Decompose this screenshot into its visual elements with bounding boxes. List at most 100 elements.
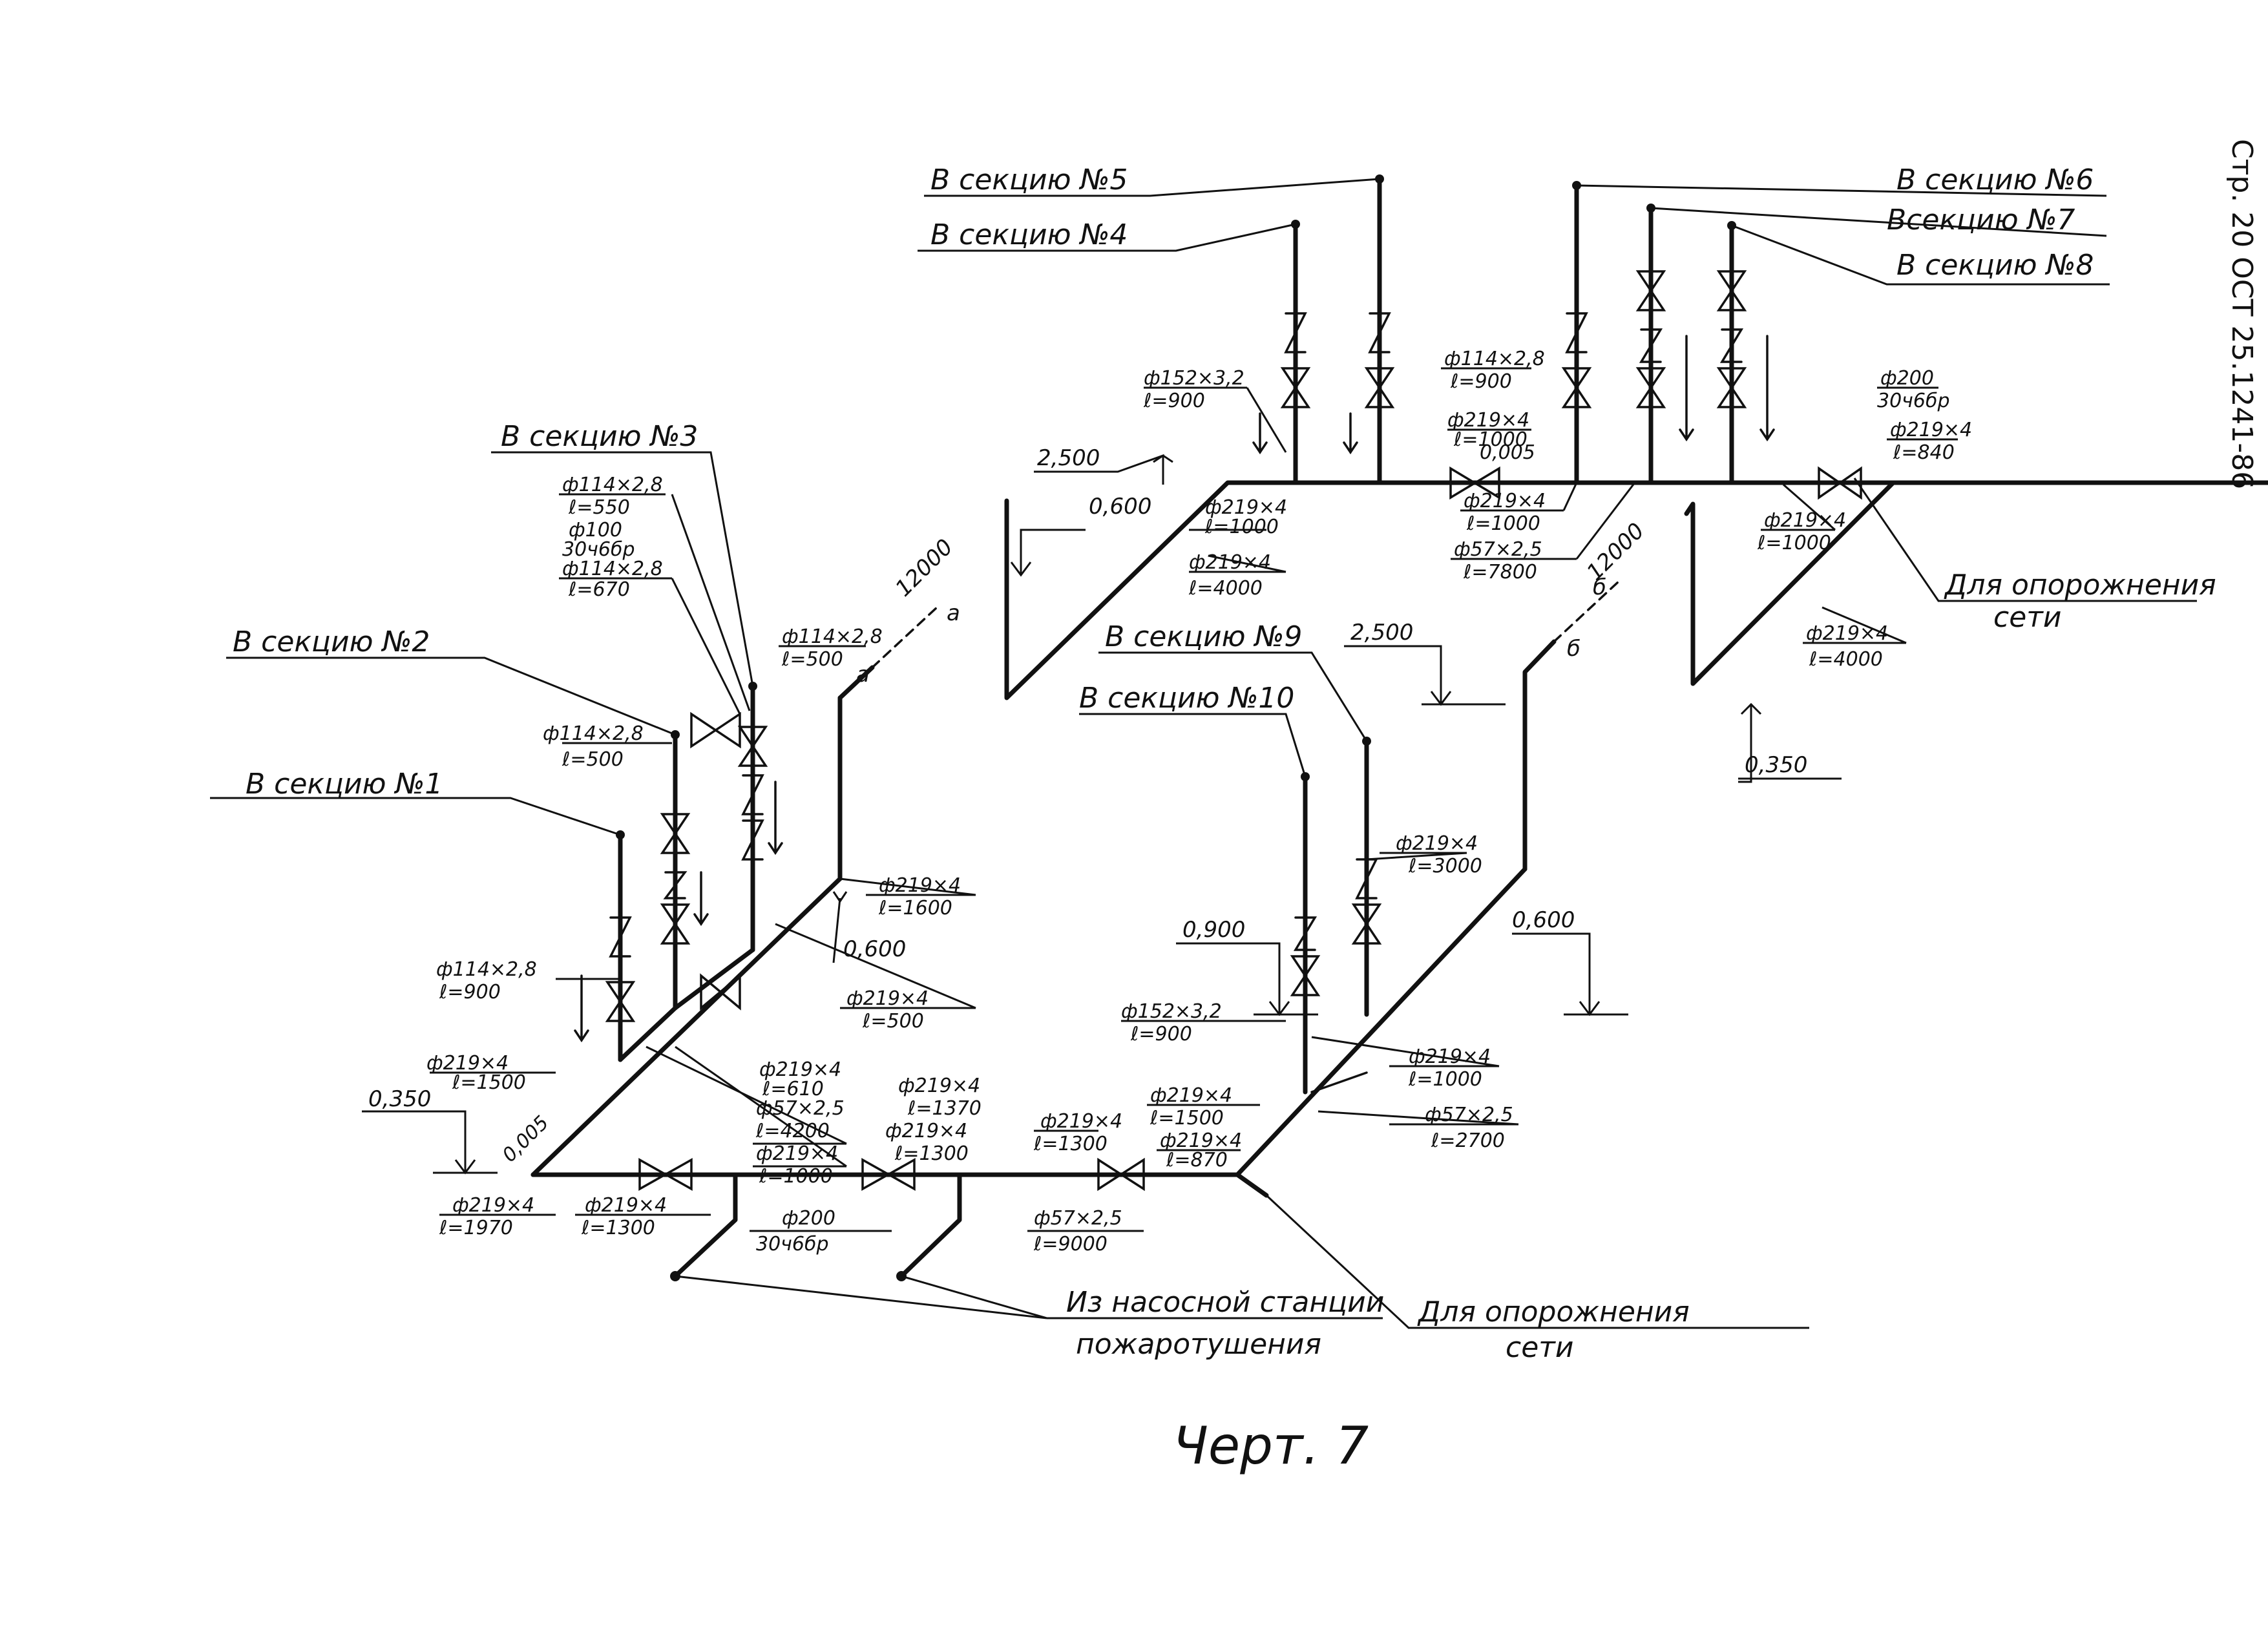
zigzag-s2 <box>663 871 688 899</box>
zigzag-s3-b <box>741 819 764 861</box>
leader-s6 <box>1576 184 2107 197</box>
drain-spur-bottom <box>1235 1172 1269 1198</box>
pipe-p35b: ℓ=1000 <box>1757 532 1831 554</box>
label-s3: В секцию №3 <box>501 420 698 453</box>
pipe-p13b: ℓ=1370 <box>907 1097 982 1120</box>
elev-0350-left <box>362 1110 498 1175</box>
pipe-p2b: 30ч6бр <box>562 538 635 561</box>
valve-s2-b <box>660 903 691 945</box>
right-riser <box>1522 639 1557 872</box>
pipe-p29a: ф114×2,8 <box>1444 348 1545 370</box>
pipe-p26a: ф152×3,2 <box>1144 367 1244 390</box>
pipe-p12b: ℓ=1000 <box>759 1165 833 1188</box>
pipe-p16b: ℓ=1300 <box>581 1217 655 1239</box>
zigzag-s6 <box>1565 312 1588 353</box>
pipe-p19b: ℓ=1300 <box>1033 1133 1108 1155</box>
pipe-p23b: ℓ=3000 <box>1408 855 1482 877</box>
mark-a1: а <box>856 662 870 688</box>
ptr-1 <box>671 578 741 715</box>
pipe-p9a: ф219×4 <box>426 1052 509 1075</box>
break-b <box>1553 580 1620 643</box>
leader-s7 <box>1650 207 2107 237</box>
pump-inlet-2 <box>899 1172 962 1279</box>
pipe-p30c: 0,005 <box>1480 441 1535 464</box>
ptr-9 <box>1575 482 1636 560</box>
pipe-p8b: ℓ=900 <box>439 981 501 1003</box>
pipe-p3a: ф114×2,8 <box>562 558 663 580</box>
note-drain-right-2: сети <box>1993 601 2062 634</box>
pipe-p3b: ℓ=670 <box>568 578 630 601</box>
note-pump-2: пожаротушения <box>1076 1328 1321 1361</box>
pipe-p2a: ф100 <box>569 519 622 541</box>
elev-2500-top <box>1034 454 1173 485</box>
uline-bottom-left <box>430 1071 846 1168</box>
elev-0350-right <box>1738 702 1842 783</box>
pipe-p25b: ℓ=2700 <box>1431 1129 1505 1152</box>
riser-s9-branch <box>1310 1071 1368 1093</box>
leader-s10 <box>1079 713 1307 777</box>
zigzag-s7 <box>1639 328 1663 363</box>
leader-drain-bottom <box>1265 1194 1809 1329</box>
valve-s3 <box>737 726 768 767</box>
mark-b1: б <box>1567 636 1580 662</box>
valve-s6 <box>1561 367 1592 408</box>
valve-bottom-2 <box>861 1158 916 1191</box>
elev-label-0900: 0,900 <box>1182 917 1245 943</box>
drain-arrow-1 <box>1252 412 1268 455</box>
valve-s4 <box>1280 367 1311 408</box>
elev-label-2500-mid: 2,500 <box>1350 620 1413 646</box>
leader-s4 <box>918 223 1296 252</box>
uline-bottom-right <box>1034 1020 1286 1151</box>
zigzag-s10 <box>1293 916 1318 951</box>
pipe-slope: 0,005 <box>498 1111 553 1166</box>
pipe-p33b: 30ч6бр <box>1877 390 1950 412</box>
ptr-7 <box>1246 387 1287 453</box>
pipe-p34a: ф219×4 <box>1890 419 1972 441</box>
uline-bottom <box>439 1213 1144 1232</box>
pipe-p24a: ф219×4 <box>1409 1045 1491 1068</box>
ptr-3 <box>839 877 976 896</box>
pipe-p11b: ℓ=4200 <box>755 1120 830 1142</box>
ptr-6 <box>675 1045 847 1168</box>
valve-s10 <box>1290 955 1321 996</box>
pipe-p9b: ℓ=1500 <box>452 1071 526 1094</box>
ptr-14 <box>1311 1036 1500 1067</box>
pipe-p10a: ф219×4 <box>759 1058 841 1081</box>
pipe-p4b: ℓ=500 <box>562 748 624 771</box>
pipe-p32b: ℓ=7800 <box>1463 561 1537 583</box>
elev-0600-top <box>1010 529 1086 577</box>
pipe-p1a: ф114×2,8 <box>562 474 663 496</box>
pipe-p7a: ф219×4 <box>846 987 929 1010</box>
valve-s7-a <box>1635 270 1666 311</box>
drain-arrow-4 <box>1759 335 1775 442</box>
pipe-p6b: ℓ=1600 <box>878 897 952 919</box>
ptr-15 <box>1366 852 1467 861</box>
drain-arrows <box>574 335 1775 1043</box>
elev-0600-left <box>832 891 848 963</box>
leader-s3 <box>491 451 754 687</box>
elev-label-0600-top: 0,600 <box>1089 494 1151 520</box>
pipe-p23a: ф219×4 <box>1396 832 1478 855</box>
label-s10: В секцию №10 <box>1079 682 1294 715</box>
valve-left-low <box>700 973 741 1011</box>
pipe-p27a: ф219×4 <box>1205 496 1287 519</box>
pipe-p31b: ℓ=1000 <box>1466 512 1540 535</box>
pipe-p34b: ℓ=840 <box>1893 441 1955 464</box>
elev-label-0600-left: 0,600 <box>843 936 906 962</box>
valve-s7-b <box>1635 367 1666 408</box>
ptr-8 <box>1208 554 1286 573</box>
mark-b2: б <box>1593 574 1606 600</box>
pipe-p14b: ℓ=1300 <box>894 1142 969 1165</box>
break-a <box>871 606 938 669</box>
pipe-p22a: ф152×3,2 <box>1121 1000 1222 1023</box>
drain-arrow-6 <box>693 871 709 927</box>
ptr-2 <box>671 494 751 711</box>
pipe-p28b: ℓ=4000 <box>1188 577 1263 600</box>
zigzag-s4 <box>1284 312 1307 353</box>
ptr-11 <box>1783 483 1836 531</box>
uline-top <box>1144 367 1531 573</box>
valve-s5 <box>1364 367 1395 408</box>
valve-s9 <box>1351 903 1382 945</box>
pipe-p17b: 30ч6бр <box>756 1233 829 1255</box>
uline-mid-left <box>779 645 976 1009</box>
